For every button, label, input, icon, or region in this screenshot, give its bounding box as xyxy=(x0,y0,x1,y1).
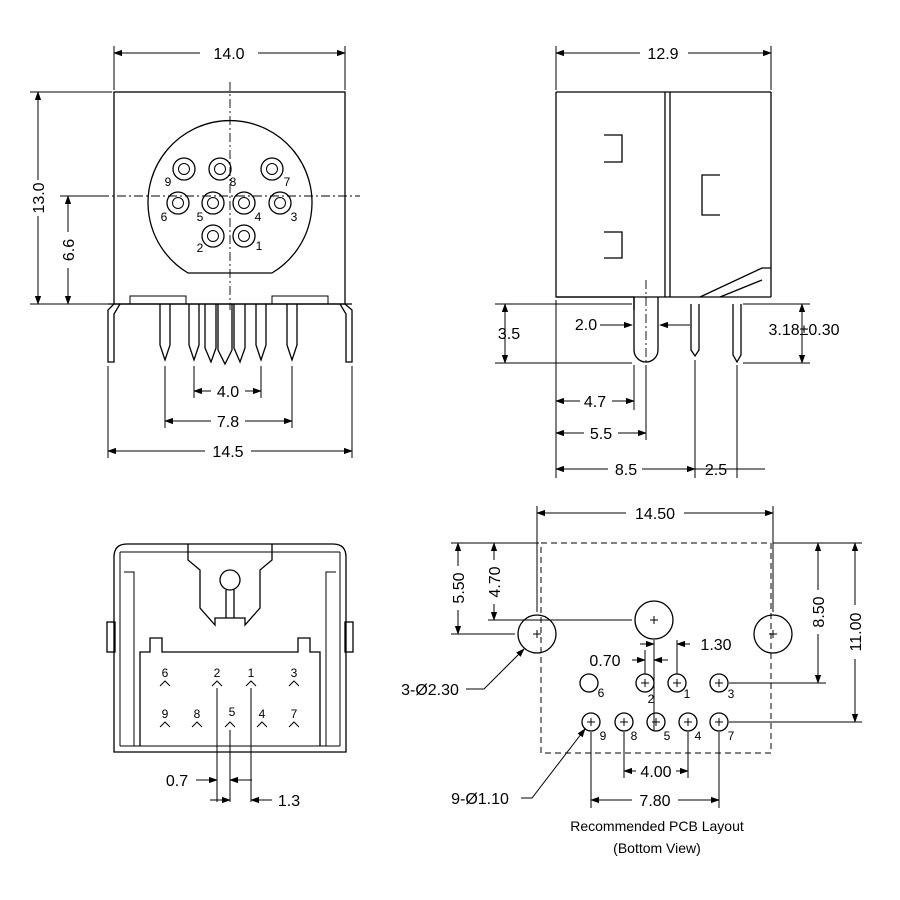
bottom-pin-1: 1 xyxy=(248,666,255,680)
mount-hole-center xyxy=(634,600,674,640)
dim-side-d2: 5.5 xyxy=(590,426,612,443)
pcb-pin-5: 5 xyxy=(664,729,671,743)
callout-small-holes: 9-Ø1.10 xyxy=(451,791,509,808)
dim-pcb-span-large: 7.80 xyxy=(639,793,670,810)
pin-label-3: 3 xyxy=(291,210,298,224)
bottom-pin-5: 5 xyxy=(229,705,236,719)
pin-label-7: 7 xyxy=(284,175,291,189)
dim-pcb-spacing1: 1.30 xyxy=(700,637,731,654)
bottom-pin-6: 6 xyxy=(162,666,169,680)
dim-side-d1: 4.7 xyxy=(584,394,606,411)
dim-pcb-span-small: 4.00 xyxy=(640,764,671,781)
pcb-pin-3: 3 xyxy=(728,687,735,701)
dim-side-d4: 2.5 xyxy=(705,462,727,479)
pcb-pin-9: 9 xyxy=(600,729,607,743)
dim-side-d3: 8.5 xyxy=(615,462,637,479)
mount-hole-left xyxy=(517,614,557,654)
dim-pcb-h2: 4.70 xyxy=(487,566,504,597)
pin-label-1: 1 xyxy=(256,239,263,253)
bottom-pin-9: 9 xyxy=(162,707,169,721)
pcb-pin-1: 1 xyxy=(684,687,691,701)
pin-holes xyxy=(166,157,292,248)
front-view: 9 8 7 6 5 4 3 2 1 14.0 xyxy=(28,42,360,461)
bottom-pin-2: 2 xyxy=(214,666,221,680)
pin-label-4: 4 xyxy=(255,210,262,224)
pcb-pin-7: 7 xyxy=(728,729,735,743)
dim-pcb-width: 14.50 xyxy=(635,506,675,523)
pin-label-2: 2 xyxy=(197,241,204,255)
pin-label-5: 5 xyxy=(197,210,204,224)
pcb-layout: 6 2 1 3 9 8 5 4 7 14.50 5.50 4.70 8.50 xyxy=(401,503,865,856)
dim-pcb-h1: 5.50 xyxy=(451,572,468,603)
pcb-caption-subtitle: (Bottom View) xyxy=(613,840,701,856)
side-view: 12.9 3.5 2.0 3.18±0.30 4.7 5.5 8.5 2.5 xyxy=(495,42,840,479)
pin-label-9: 9 xyxy=(165,175,172,189)
socket-outline xyxy=(147,120,313,274)
bottom-pin-7: 7 xyxy=(291,707,298,721)
dim-front-overall-width: 14.5 xyxy=(212,444,243,461)
pcb-pin-6: 6 xyxy=(598,686,605,700)
dim-front-center-height: 6.6 xyxy=(61,239,78,261)
dim-bottom-pitch-small: 0.7 xyxy=(166,773,188,790)
pcb-pin-2: 2 xyxy=(648,692,655,706)
bottom-pin-4: 4 xyxy=(259,707,266,721)
dim-pcb-spacing2: 0.70 xyxy=(589,653,620,670)
dim-front-width: 14.0 xyxy=(213,46,244,63)
dim-front-pin-span-large: 7.8 xyxy=(217,414,239,431)
bottom-pin-markers: 6 2 1 3 9 8 5 4 7 xyxy=(159,666,300,728)
dim-side-pin-length: 3.5 xyxy=(498,326,520,343)
side-housing xyxy=(555,92,635,310)
dim-pcb-h3: 8.50 xyxy=(811,596,828,627)
pcb-caption-title: Recommended PCB Layout xyxy=(570,818,744,834)
pcb-outline xyxy=(540,542,772,754)
dim-bottom-pitch-large: 1.3 xyxy=(278,793,300,810)
callout-large-holes: 3-Ø2.30 xyxy=(401,682,459,699)
front-pins xyxy=(107,295,353,366)
dim-side-pin-spec: 3.18±0.30 xyxy=(768,322,839,339)
pin-label-6: 6 xyxy=(161,210,168,224)
dim-front-height: 13.0 xyxy=(31,182,48,213)
bottom-view: 6 2 1 3 9 8 5 4 7 0.7 1.3 xyxy=(106,543,354,810)
dim-side-depth: 12.9 xyxy=(647,46,678,63)
bottom-pin-8: 8 xyxy=(194,707,201,721)
pcb-pin-4: 4 xyxy=(695,729,702,743)
dim-front-pin-span-small: 4.0 xyxy=(217,384,239,401)
pin-label-8: 8 xyxy=(230,175,237,189)
mount-hole-right xyxy=(753,614,793,654)
dim-pcb-h4: 11.00 xyxy=(848,612,865,651)
pcb-pin-8: 8 xyxy=(631,729,638,743)
bottom-pin-3: 3 xyxy=(291,666,298,680)
bottom-housing xyxy=(113,543,347,753)
dim-side-pin-offset: 2.0 xyxy=(575,317,597,334)
